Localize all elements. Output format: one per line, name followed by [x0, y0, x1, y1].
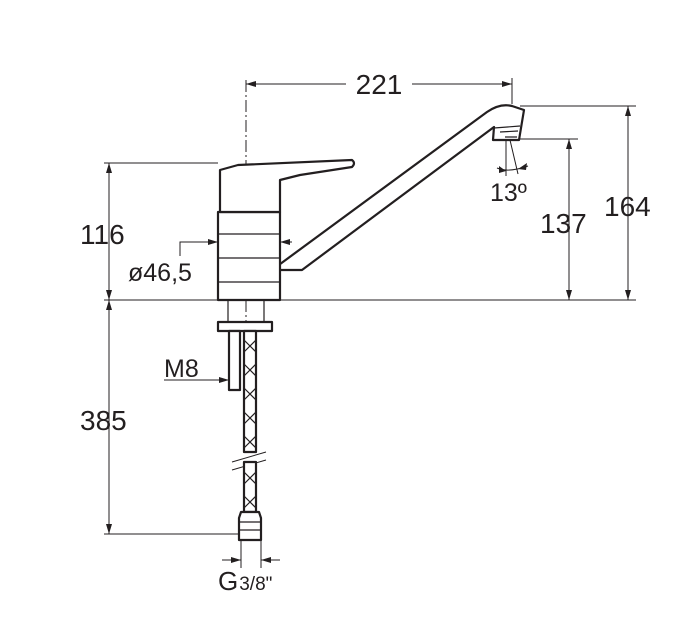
hose-nut-facets — [239, 521, 261, 531]
flexible-hose-lower — [242, 460, 258, 514]
dim-spout-reach: 221 — [246, 69, 513, 104]
base-collar — [216, 210, 282, 302]
mounting-plate — [216, 320, 274, 333]
collar-band-lines — [218, 233, 280, 283]
body-diameter-label: ø46,5 — [128, 259, 192, 287]
total-height-label: 164 — [604, 191, 651, 222]
dim-body-height: 116 — [80, 162, 218, 300]
stud-thread-label: M8 — [164, 355, 199, 383]
dim-hose-length: 385 — [80, 300, 239, 535]
hose-braid-lower — [243, 471, 257, 509]
hose-length-label: 385 — [80, 405, 127, 436]
aerator — [493, 125, 521, 138]
flexible-hose-upper — [242, 329, 258, 454]
dim-body-diameter: ø46,5 — [128, 239, 292, 287]
m8-stud — [227, 329, 242, 392]
dim-spout-angle: 13º — [490, 139, 529, 207]
connection-thread-prefix: G — [218, 566, 238, 596]
spout-reach-label: 221 — [356, 69, 403, 100]
faucet-outline — [216, 104, 526, 542]
dim-connection-thread: G3/8" — [218, 540, 280, 596]
hose-nut — [237, 510, 263, 542]
spout-arm — [270, 104, 526, 272]
hose-braid-upper — [243, 339, 257, 449]
dim-total-height: 164 — [520, 105, 651, 300]
lever-handle — [218, 158, 356, 214]
dim-outlet-height: 137 — [520, 138, 587, 300]
body-height-label: 116 — [80, 219, 125, 250]
mounting-shank — [227, 300, 265, 322]
outlet-height-label: 137 — [540, 208, 587, 239]
dim-stud-thread: M8 — [164, 355, 229, 383]
connection-thread-fraction: 3/8" — [239, 574, 272, 595]
connection-thread-label: G3/8" — [218, 566, 272, 596]
spout-angle-label: 13º — [490, 179, 527, 207]
